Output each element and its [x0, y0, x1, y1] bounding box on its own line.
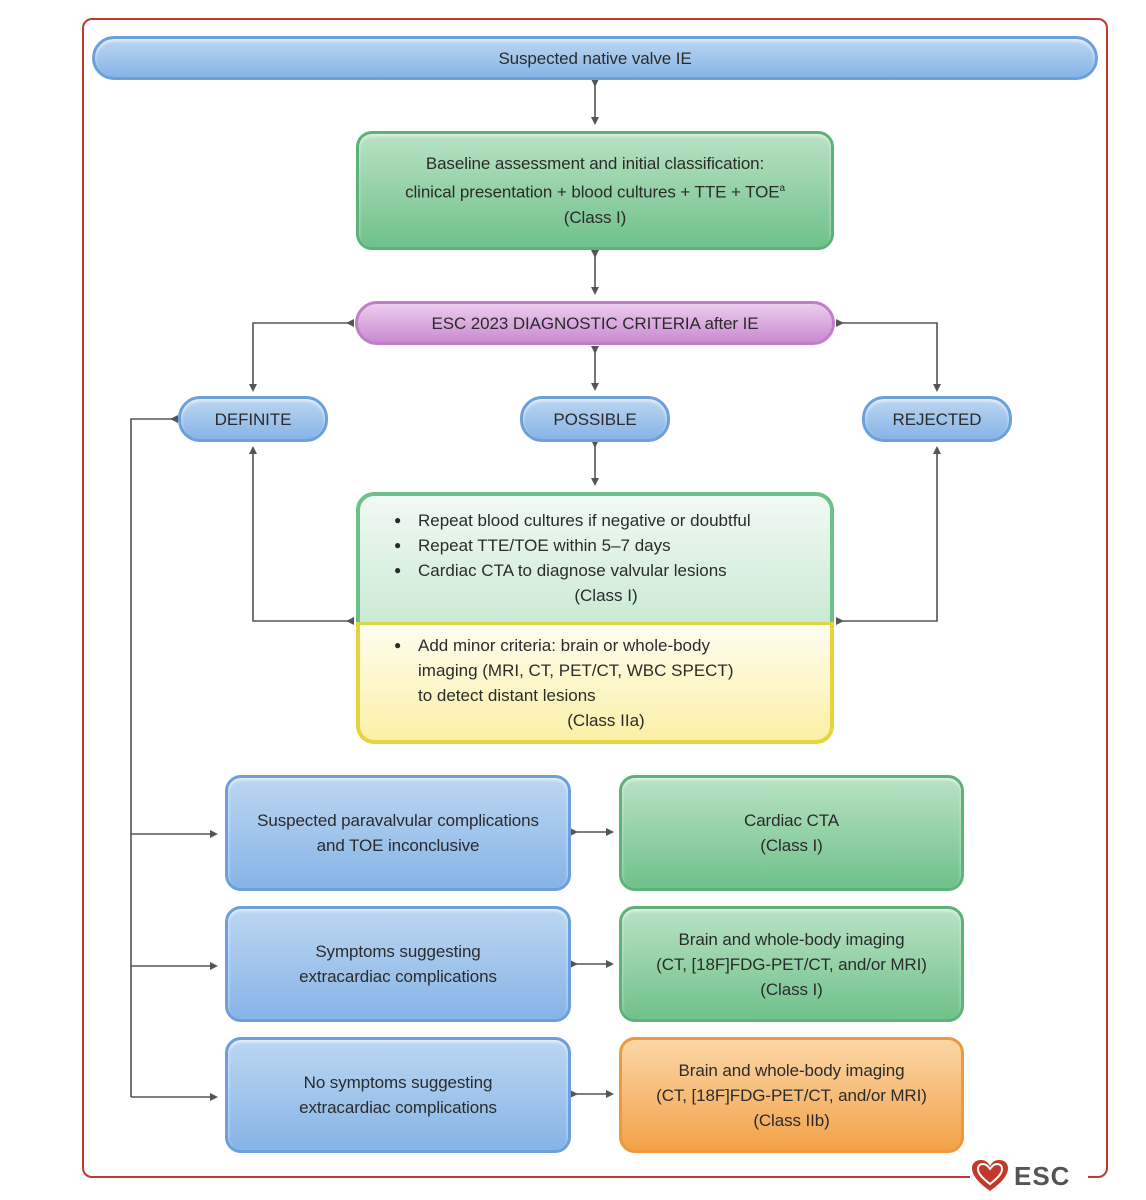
possible-box: POSSIBLE [520, 396, 670, 442]
minor-criteria-line-1: Add minor criteria: brain or whole-body [394, 633, 818, 658]
row1-right-line-2: (Class I) [760, 836, 823, 855]
minor-criteria-line-2: imaging (MRI, CT, PET/CT, WBC SPECT) [418, 661, 734, 680]
rejected-label: REJECTED [892, 409, 982, 429]
suspected-ie-box: Suspected native valve IE [92, 36, 1098, 80]
arrow-definite-left [130, 415, 178, 1097]
esc-logo: ESC [970, 1158, 1088, 1194]
symptoms-extracardiac-box: Symptoms suggesting extracardiac complic… [225, 906, 571, 1022]
row3-right-line-2: (CT, [18F]FDG-PET/CT, and/or MRI) [656, 1085, 927, 1105]
possible-label: POSSIBLE [553, 409, 637, 429]
row2-left-line-1: Symptoms suggesting [315, 942, 481, 961]
definite-box: DEFINITE [178, 396, 328, 442]
footnote-a: a [779, 183, 785, 195]
row2-left-line-2: extracardiac complications [299, 967, 497, 986]
possible-workup-box: Repeat blood cultures if negative or dou… [356, 492, 834, 626]
esc-logo-text: ESC [1014, 1160, 1071, 1191]
minor-criteria-box: Add minor criteria: brain or whole-body … [356, 622, 834, 744]
definite-label: DEFINITE [214, 409, 292, 429]
minor-criteria-line-3: to detect distant lesions [418, 686, 596, 705]
suspected-ie-label: Suspected native valve IE [498, 48, 692, 68]
row2-right-line-1: Brain and whole-body imaging [678, 929, 905, 949]
row3-left-line-2: extracardiac complications [299, 1098, 497, 1117]
row2-right-line-3: (Class I) [760, 979, 823, 999]
row1-right-line-1: Cardiac CTA [744, 811, 839, 830]
no-symptoms-extracardiac-box: No symptoms suggesting extracardiac comp… [225, 1037, 571, 1153]
diagnostic-criteria-label: ESC 2023 DIAGNOSTIC CRITERIA after IE [431, 313, 759, 333]
arrow-criteria-definite [249, 319, 354, 392]
workup-class: (Class I) [574, 586, 638, 605]
workup-item-blood-cultures: Repeat blood cultures if negative or dou… [394, 508, 818, 533]
arrow-workup-rejected [836, 446, 941, 625]
arrow-workup-definite [249, 446, 354, 625]
row3-right-line-1: Brain and whole-body imaging [678, 1060, 905, 1080]
row3-left-line-1: No symptoms suggesting [303, 1073, 493, 1092]
workup-item-repeat-echo: Repeat TTE/TOE within 5–7 days [394, 533, 818, 558]
paravalvular-complications-box: Suspected paravalvular complications and… [225, 775, 571, 891]
imaging-class-i-box: Brain and whole-body imaging (CT, [18F]F… [619, 906, 964, 1022]
baseline-line-1: Baseline assessment and initial classifi… [425, 154, 765, 174]
baseline-assessment-box: Baseline assessment and initial classifi… [356, 131, 834, 250]
diagnostic-criteria-box: ESC 2023 DIAGNOSTIC CRITERIA after IE [355, 301, 835, 345]
imaging-class-iib-box: Brain and whole-body imaging (CT, [18F]F… [619, 1037, 964, 1153]
baseline-class: (Class I) [563, 207, 627, 227]
row2-right-line-2: (CT, [18F]FDG-PET/CT, and/or MRI) [656, 954, 927, 974]
row3-right-line-3: (Class IIb) [753, 1110, 830, 1130]
rejected-box: REJECTED [862, 396, 1012, 442]
diagram-frame [82, 18, 1108, 1178]
baseline-line-2: clinical presentation + blood cultures +… [405, 182, 785, 202]
cardiac-cta-box: Cardiac CTA (Class I) [619, 775, 964, 891]
row1-left-line-2: and TOE inconclusive [316, 836, 480, 855]
heart-icon [972, 1160, 1008, 1191]
minor-criteria-class: (Class IIa) [567, 711, 645, 730]
arrow-criteria-rejected [836, 319, 941, 392]
workup-item-cardiac-cta: Cardiac CTA to diagnose valvular lesions [394, 558, 818, 583]
row1-left-line-1: Suspected paravalvular complications [257, 811, 539, 830]
